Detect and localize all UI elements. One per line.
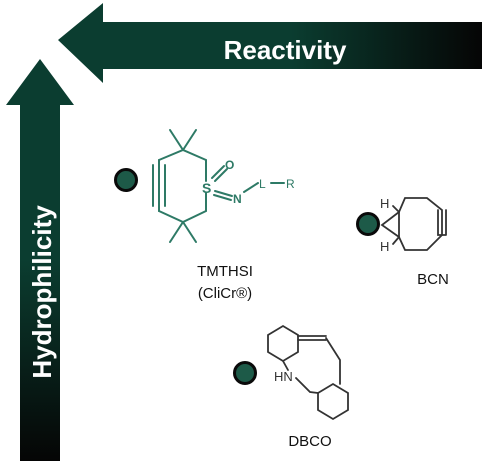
reactivity-arrow (58, 3, 482, 83)
tmthsi-structure (152, 129, 285, 243)
tmthsi-atom-l: L (259, 177, 266, 191)
tmthsi-atom-n: N (233, 192, 242, 206)
bcn-label: BCN (417, 271, 449, 288)
dbco-atom-nh: HN (274, 369, 293, 384)
tmthsi-marker (114, 168, 138, 192)
tmthsi-atom-o: O (225, 158, 234, 172)
bcn-atom-h-top: H (380, 196, 389, 211)
tmthsi-atom-r: R (286, 177, 295, 191)
hydrophilicity-arrow (6, 59, 74, 461)
bcn-atom-h-bottom: H (380, 239, 389, 254)
dbco-label: DBCO (288, 433, 331, 450)
hydrophilicity-axis-label: Hydrophilicity (27, 205, 57, 379)
dbco-structure (267, 324, 349, 421)
tmthsi-sublabel: (CliCr®) (198, 285, 252, 302)
tmthsi-atom-s: S (202, 180, 211, 196)
bcn-marker (356, 212, 380, 236)
dbco-marker (233, 361, 257, 385)
bcn-structure (380, 197, 447, 251)
reactivity-axis-label: Reactivity (224, 35, 347, 65)
tmthsi-label: TMTHSI (197, 263, 253, 280)
